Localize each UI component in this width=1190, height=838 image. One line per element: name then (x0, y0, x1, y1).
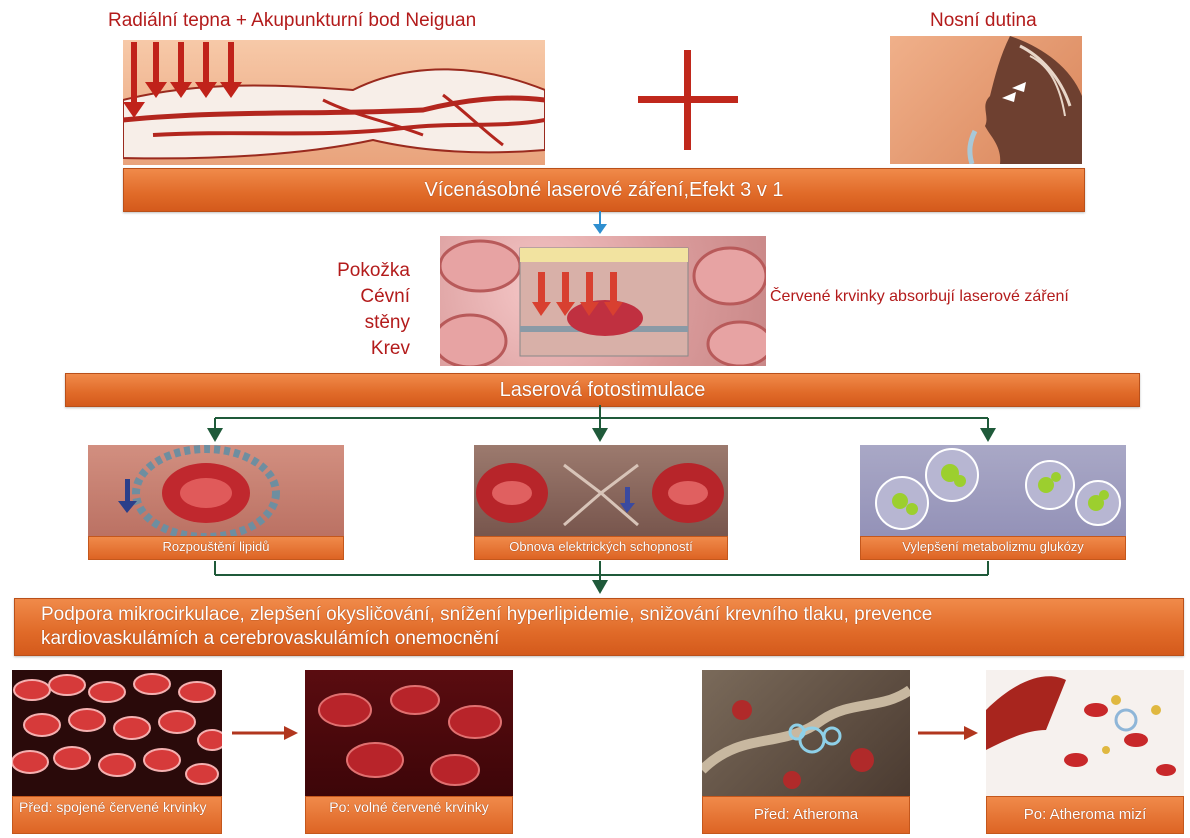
down-arrow-icon-right (980, 428, 996, 442)
down-arrow-icon-merge (592, 580, 608, 594)
right-arrow-icon-atheroma (918, 726, 978, 740)
merge-connector (215, 561, 988, 582)
down-arrow-icon-center (592, 428, 608, 442)
blue-down-arrow-icon (593, 211, 607, 234)
down-arrow-icon-left (207, 428, 223, 442)
right-arrow-icon-cells (232, 726, 298, 740)
branch-connector (215, 405, 988, 430)
